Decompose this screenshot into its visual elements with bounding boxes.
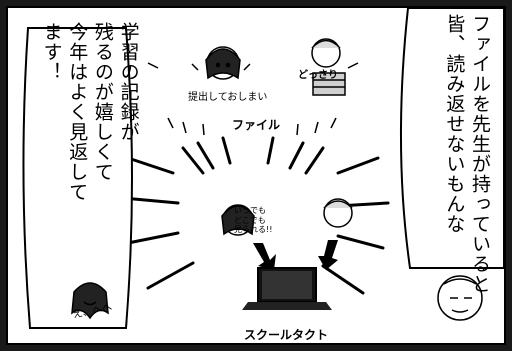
girl-character-bottom — [71, 282, 109, 320]
panel-artwork — [22, 8, 504, 329]
teacher-character-top — [311, 38, 346, 96]
girl-character-middle — [221, 204, 255, 236]
girl-character-top — [191, 46, 251, 80]
anytime-caption: いつでも どこでも 見られる!! — [234, 206, 273, 235]
right-speech-bubble — [399, 8, 504, 269]
file-emphasis-lines — [147, 62, 359, 136]
laptop-icon — [242, 267, 332, 310]
left-speech-text: 学習の記録が 残るのが嬉しくて 今年はよく見返して ます！ — [40, 22, 140, 202]
comic-panel: 学習の記録が 残るのが嬉しくて 今年はよく見返して ます！ ファイルを先生が持っ… — [6, 6, 506, 345]
product-label: スクールタクト — [244, 328, 329, 342]
right-speech-text: ファイルを先生が持っていると 皆、読み返せないもんな — [443, 14, 491, 294]
old-man-character — [437, 275, 483, 321]
teacher-character-middle — [323, 198, 353, 228]
speed-lines — [121, 136, 390, 295]
dosa-caption: どっさり — [298, 70, 338, 81]
arrows — [253, 240, 338, 270]
submit-caption: 提出しておしまい — [188, 92, 268, 103]
left-speech-bubble — [22, 27, 133, 329]
file-label: ファイル — [232, 118, 281, 132]
